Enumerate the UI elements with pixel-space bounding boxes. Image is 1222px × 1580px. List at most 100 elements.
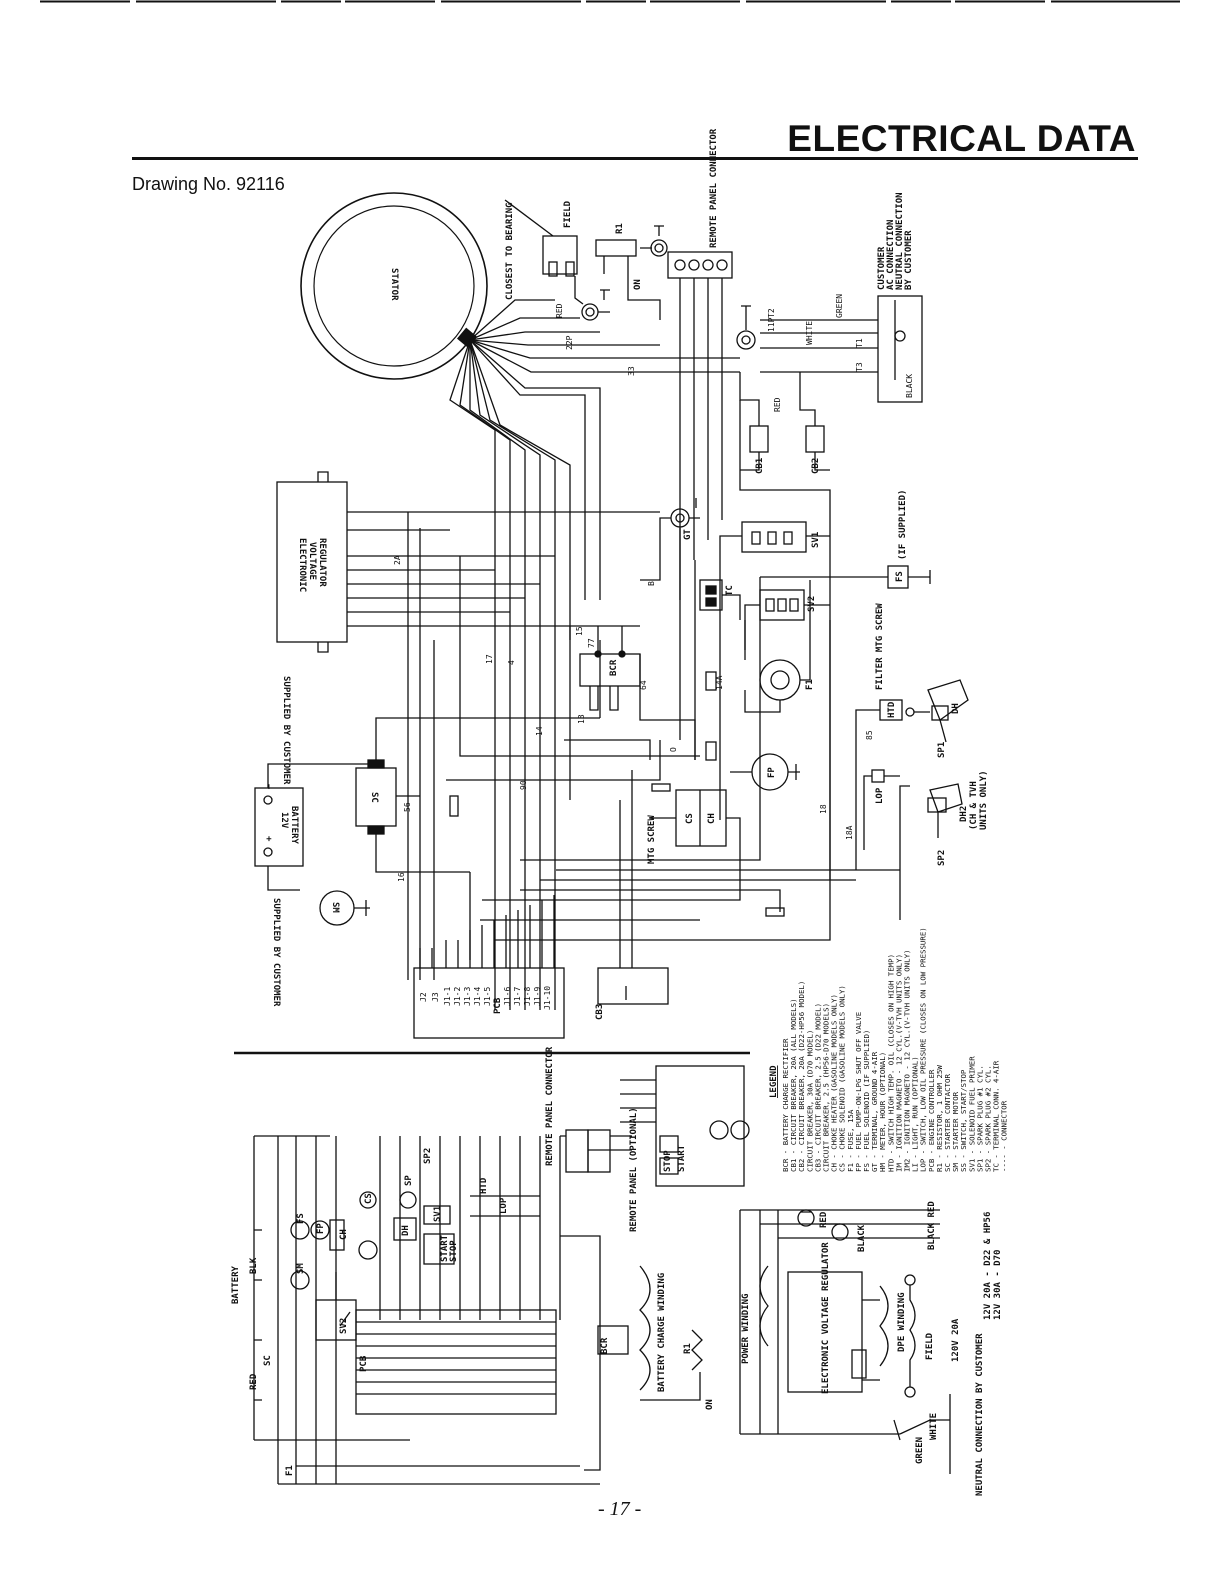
ch-label: CH: [707, 813, 717, 824]
tc-terminal: [699, 579, 741, 620]
sch-sp2-label: SP2: [423, 1148, 433, 1164]
pcb-board: [413, 895, 565, 1039]
wire-num-13: 13: [577, 714, 586, 724]
wire-num-56: 56: [403, 802, 412, 812]
wire-num-90: 90: [519, 780, 528, 790]
sc-label: SC: [369, 792, 379, 803]
sp2-label: SP2: [937, 850, 947, 866]
wire-red-field-label: RED: [555, 303, 564, 318]
sch-sv2-label: SV2: [339, 1318, 349, 1334]
lop-label: LOP: [875, 787, 885, 804]
drawing-number: Drawing No. 92116: [132, 174, 285, 194]
sch-green-label: GREEN: [915, 1437, 925, 1464]
pcb-pin-j1-5: J1-5: [483, 987, 492, 1006]
stator-harness: [449, 299, 740, 1010]
pcb-pin-j1-8: J1-8: [523, 987, 532, 1006]
legend-item: IM2 - IGNITION MAGNETO - 12 CYL.(V-TVH U…: [903, 950, 912, 1172]
wire-green-label: GREEN: [835, 294, 844, 318]
sch-sm-label: SM: [296, 1263, 306, 1274]
customer-connection-line-4: BY CUSTOMER: [904, 230, 914, 290]
legend-item: CIRCUIT BREAKER, 30A (D70 MODEL): [805, 1030, 814, 1172]
r1-label: R1: [615, 223, 625, 234]
sch-f1-label: F1: [285, 1465, 295, 1476]
remote-panel-connector-label: REMOTE PANEL CONNECTOR: [709, 128, 719, 248]
sch-red-wire-label: RED: [819, 1211, 829, 1228]
legend-item: CB1 - CIRCUIT BREAKER, 20A (ALL MODELS): [789, 998, 798, 1172]
sv1: [719, 521, 830, 600]
customer-connection-line-3: NEUTRAL CONNECTION: [895, 192, 905, 290]
legend-item: SS - SWITCH, START/STOP: [959, 1069, 968, 1172]
pcb-pin-j1-10: J1-10: [543, 986, 552, 1010]
battery-box: [254, 763, 380, 891]
sch-r1-label: R1: [683, 1343, 693, 1354]
pcb-label: PCB: [493, 997, 503, 1014]
mtg-screw-label: MTG SCREW: [647, 815, 657, 864]
regulator-label-2: VOLTAGE: [307, 542, 317, 580]
cb3-label: CB3: [595, 1004, 605, 1020]
inline-fuses: [449, 671, 785, 917]
legend-item: CH - CHOKE HEATER (GASOLINE MODELS ONLY): [830, 994, 839, 1172]
wire-num-14a: 14A: [715, 675, 724, 690]
sm-motor: [319, 890, 370, 926]
legend-item: R1 - RESISTOR, 1 OHM 25W: [935, 1065, 944, 1172]
battery-label-2: BATTERY: [289, 806, 299, 845]
pcb-pin-j2: J2: [419, 992, 428, 1002]
routing-wires: [407, 512, 900, 980]
wire-num-17: 17: [485, 654, 494, 664]
pcb-pin-j1-7: J1-7: [513, 987, 522, 1006]
sch-stop-remote: STOP: [663, 1150, 673, 1172]
supplied-by-customer-top: SUPPLIED BY CUSTOMER: [281, 676, 291, 785]
legend-item: FP - FUEL PUMP-ON-LPG SHUT OFF VALVE: [854, 1012, 863, 1172]
filter-mtg-screw-label: FILTER MTG SCREW: [875, 603, 885, 690]
wire-white-label: WHITE: [805, 321, 814, 345]
sv2-label: SV2: [807, 596, 817, 612]
dh-spark-1: [927, 679, 969, 743]
fp-label: FP: [767, 767, 777, 778]
dh-spark-2: [899, 783, 963, 920]
scan-top-edge: [0, 0, 1222, 4]
legend-item: SM - STARTER MOTOR: [951, 1091, 960, 1172]
legend-item: LOP - SWITCH, LOW OIL PRESSURE (CLOSES O…: [919, 927, 928, 1172]
pcb-pin-j3: J3: [431, 992, 440, 1002]
legend-item: SP2 - SPARK PLUG #2 CYL.: [984, 1065, 993, 1172]
page-number: - 17 -: [598, 1498, 642, 1520]
field-label: FIELD: [563, 200, 573, 228]
sch-black-red-label: BLACK RED: [927, 1201, 937, 1250]
cb1-cb2-breakers: [739, 372, 831, 620]
legend-item: HTD - SWITCH HIGH TEMP. OIL (CLOSES ON H…: [886, 954, 895, 1172]
sch-htd-label: HTD: [479, 1177, 489, 1194]
supplied-by-customer-bottom: SUPPLIED BY CUSTOMER: [271, 898, 281, 1007]
sch-dpe-winding: DPE WINDING: [897, 1292, 907, 1352]
lop-switch: [863, 769, 900, 850]
legend-item: SV1 - SOLENOID FUEL PRIMER: [967, 1056, 976, 1172]
sp1-label: SP1: [937, 742, 947, 758]
sch-on-label: ON: [705, 1399, 715, 1410]
sv2: [744, 589, 830, 660]
f1-fuse: [744, 640, 811, 713]
htd-label: HTD: [887, 701, 897, 718]
sch-blk-label: BLK: [249, 1257, 259, 1274]
sch-ch-label: CH: [339, 1229, 349, 1240]
sch-dh-label: DH: [401, 1225, 411, 1236]
sch-pcb-label: PCB: [359, 1355, 369, 1372]
wire-black-label: BLACK: [905, 374, 914, 398]
wire-num-33: 33: [627, 366, 636, 376]
battery-plus-label: +: [263, 836, 273, 842]
wire-num-11p: 11P: [767, 317, 776, 332]
sch-bcr-label: BCR: [600, 1337, 610, 1354]
sch-sc-label: SC: [263, 1355, 273, 1366]
sm-label: SM: [330, 902, 340, 913]
closest-to-bearing-label: CLOSEST TO BEARING: [505, 202, 515, 300]
bcr-rectifier: [569, 625, 641, 711]
legend-item: HM - METER, HOUR (OPTIONAL): [878, 1052, 887, 1172]
legend-item: F1 - FUSE, 15A: [846, 1109, 855, 1172]
fs-label: FS: [895, 571, 905, 582]
regulator-label-3: REGULATOR: [317, 538, 327, 587]
cb1-label: CB1: [755, 458, 765, 474]
sch-fs-label: FS: [296, 1213, 306, 1224]
battery-label-1: 12V: [279, 812, 289, 829]
sch-remote-connector-label: REMOTE PANEL CONNECTOR: [545, 1046, 555, 1166]
sch-regulator-label: ELECTRONIC VOLTAGE REGULATOR: [821, 1242, 831, 1394]
wire-red-label: RED: [773, 397, 782, 412]
